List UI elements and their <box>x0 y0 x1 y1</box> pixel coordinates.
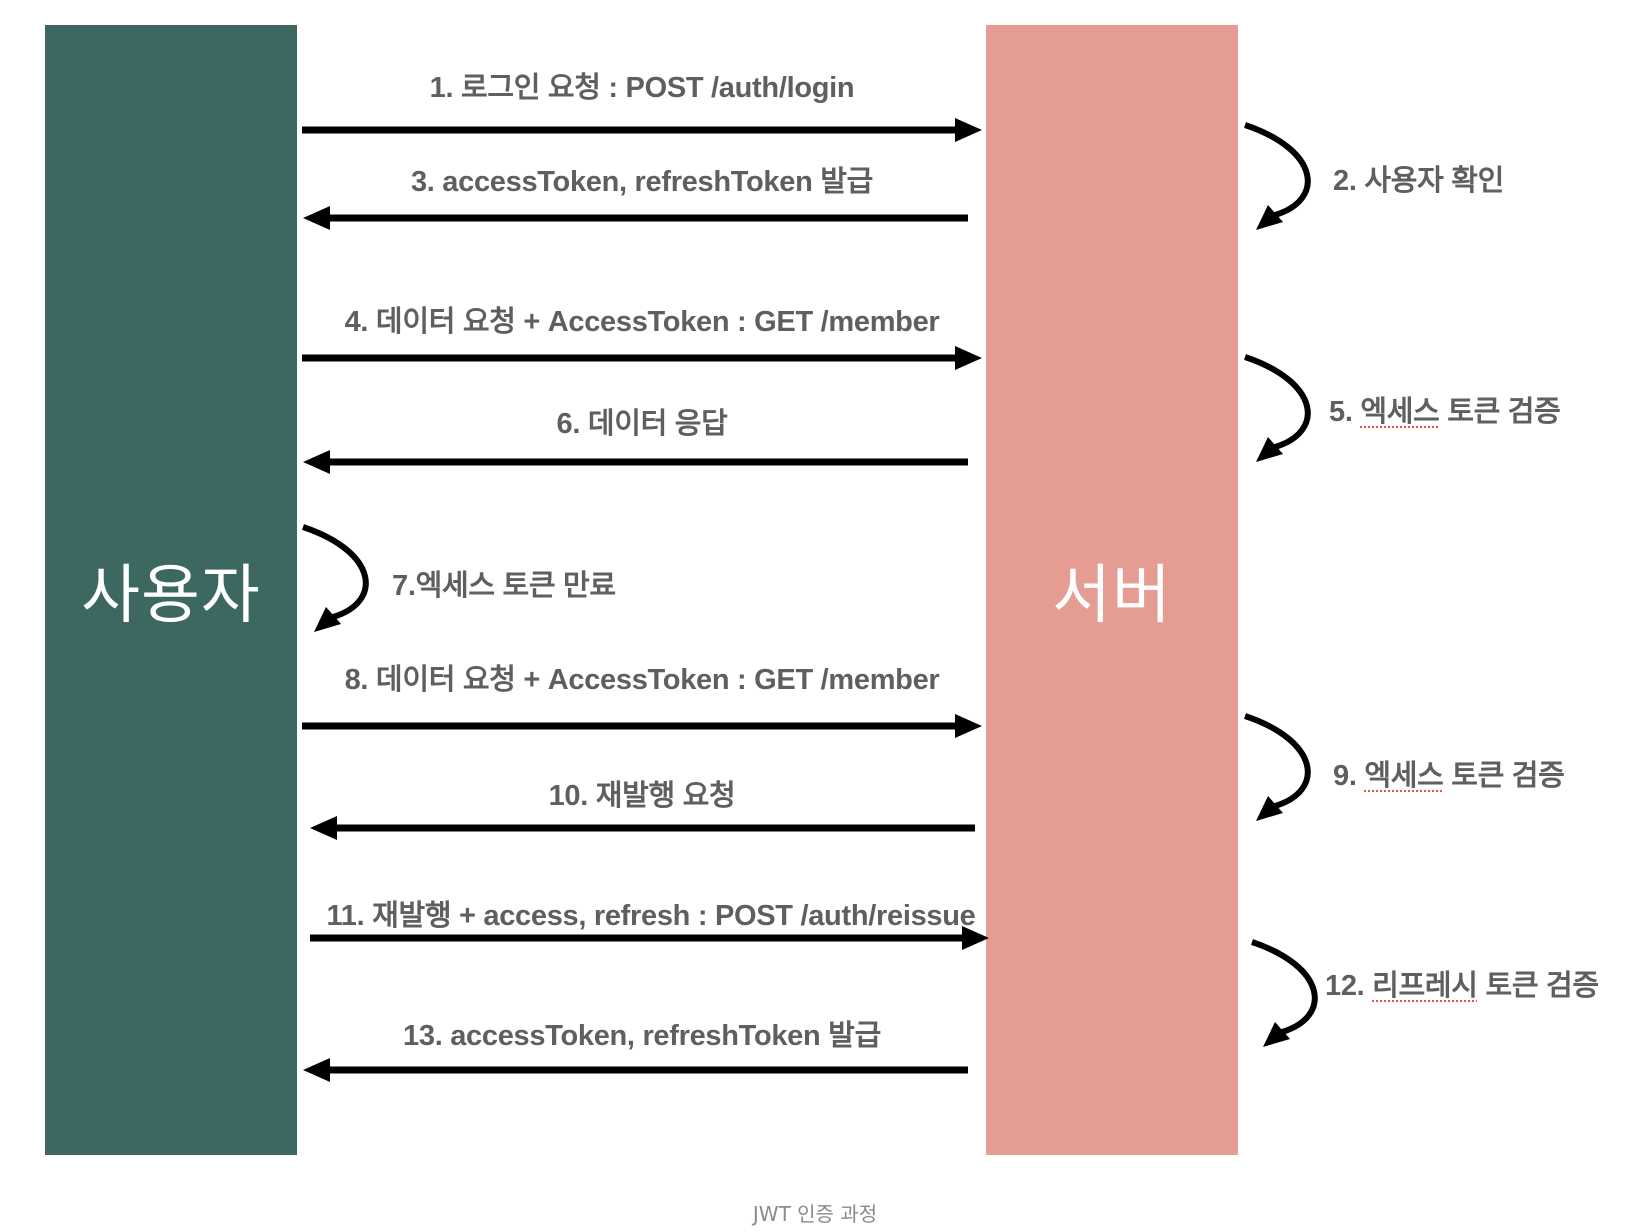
self-step-label: 2. 사용자 확인 <box>1333 157 1504 199</box>
message-label: 6. 데이터 응답 <box>556 408 728 440</box>
arrow-right-icon <box>302 714 982 738</box>
self-step-label: 5. 엑세스 토큰 검증 <box>1329 388 1561 430</box>
curved-arrow-icon <box>1251 939 1318 1047</box>
step-text: 사용자 확인 <box>1364 165 1505 197</box>
arrow-left-icon <box>310 816 975 840</box>
curved-arrow-icon <box>1244 354 1311 462</box>
figure-caption: JWT 인증 과정 <box>752 1202 878 1226</box>
message-label: 3. accessToken, refreshToken 발급 <box>410 166 874 198</box>
step-text: 7.엑세스 토큰 만료 <box>392 570 616 602</box>
curved-arrow-icon <box>1244 713 1311 821</box>
message-label: 11. 재발행 + access, refresh : POST /auth/r… <box>326 900 976 932</box>
step-text: 토큰 검증 <box>1477 970 1599 1002</box>
curved-arrow-icon <box>1244 122 1311 230</box>
message-label: 1. 로그인 요청 : POST /auth/login <box>429 72 855 104</box>
arrow-left-icon <box>303 450 968 474</box>
message-label: 10. 재발행 요청 <box>548 780 736 812</box>
arrow-right-icon <box>302 346 982 370</box>
message-label: 13. accessToken, refreshToken 발급 <box>403 1020 881 1052</box>
spellcheck-underlined-word: 엑세스 <box>1360 396 1440 428</box>
message-label: 4. 데이터 요청 + AccessToken : GET /member <box>344 306 940 338</box>
client-label: 사용자 <box>81 559 261 633</box>
self-step-label: 9. 엑세스 토큰 검증 <box>1333 752 1565 794</box>
step-prefix: 12. <box>1325 970 1373 1002</box>
self-step-label: 7.엑세스 토큰 만료 <box>392 562 616 604</box>
client-lifeline-box: 사용자 <box>45 25 297 1155</box>
step-text: 토큰 검증 <box>1443 760 1565 792</box>
arrow-left-icon <box>303 1058 968 1082</box>
self-step-label: 12. 리프레시 토큰 검증 <box>1325 962 1599 1004</box>
spellcheck-underlined-word: 엑세스 <box>1364 760 1444 792</box>
server-lifeline-box: 서버 <box>986 25 1238 1155</box>
step-prefix: 9. <box>1333 760 1365 792</box>
step-prefix: 5. <box>1329 396 1361 428</box>
spellcheck-underlined-word: 리프레시 <box>1372 970 1478 1002</box>
arrow-left-icon <box>303 206 968 230</box>
step-text: 토큰 검증 <box>1439 396 1561 428</box>
curved-arrow-icon <box>302 524 369 632</box>
server-label: 서버 <box>1052 559 1172 633</box>
arrow-right-icon <box>310 926 989 950</box>
step-prefix: 2. <box>1333 165 1365 197</box>
message-label: 8. 데이터 요청 + AccessToken : GET /member <box>344 664 940 696</box>
arrow-right-icon <box>302 118 982 142</box>
